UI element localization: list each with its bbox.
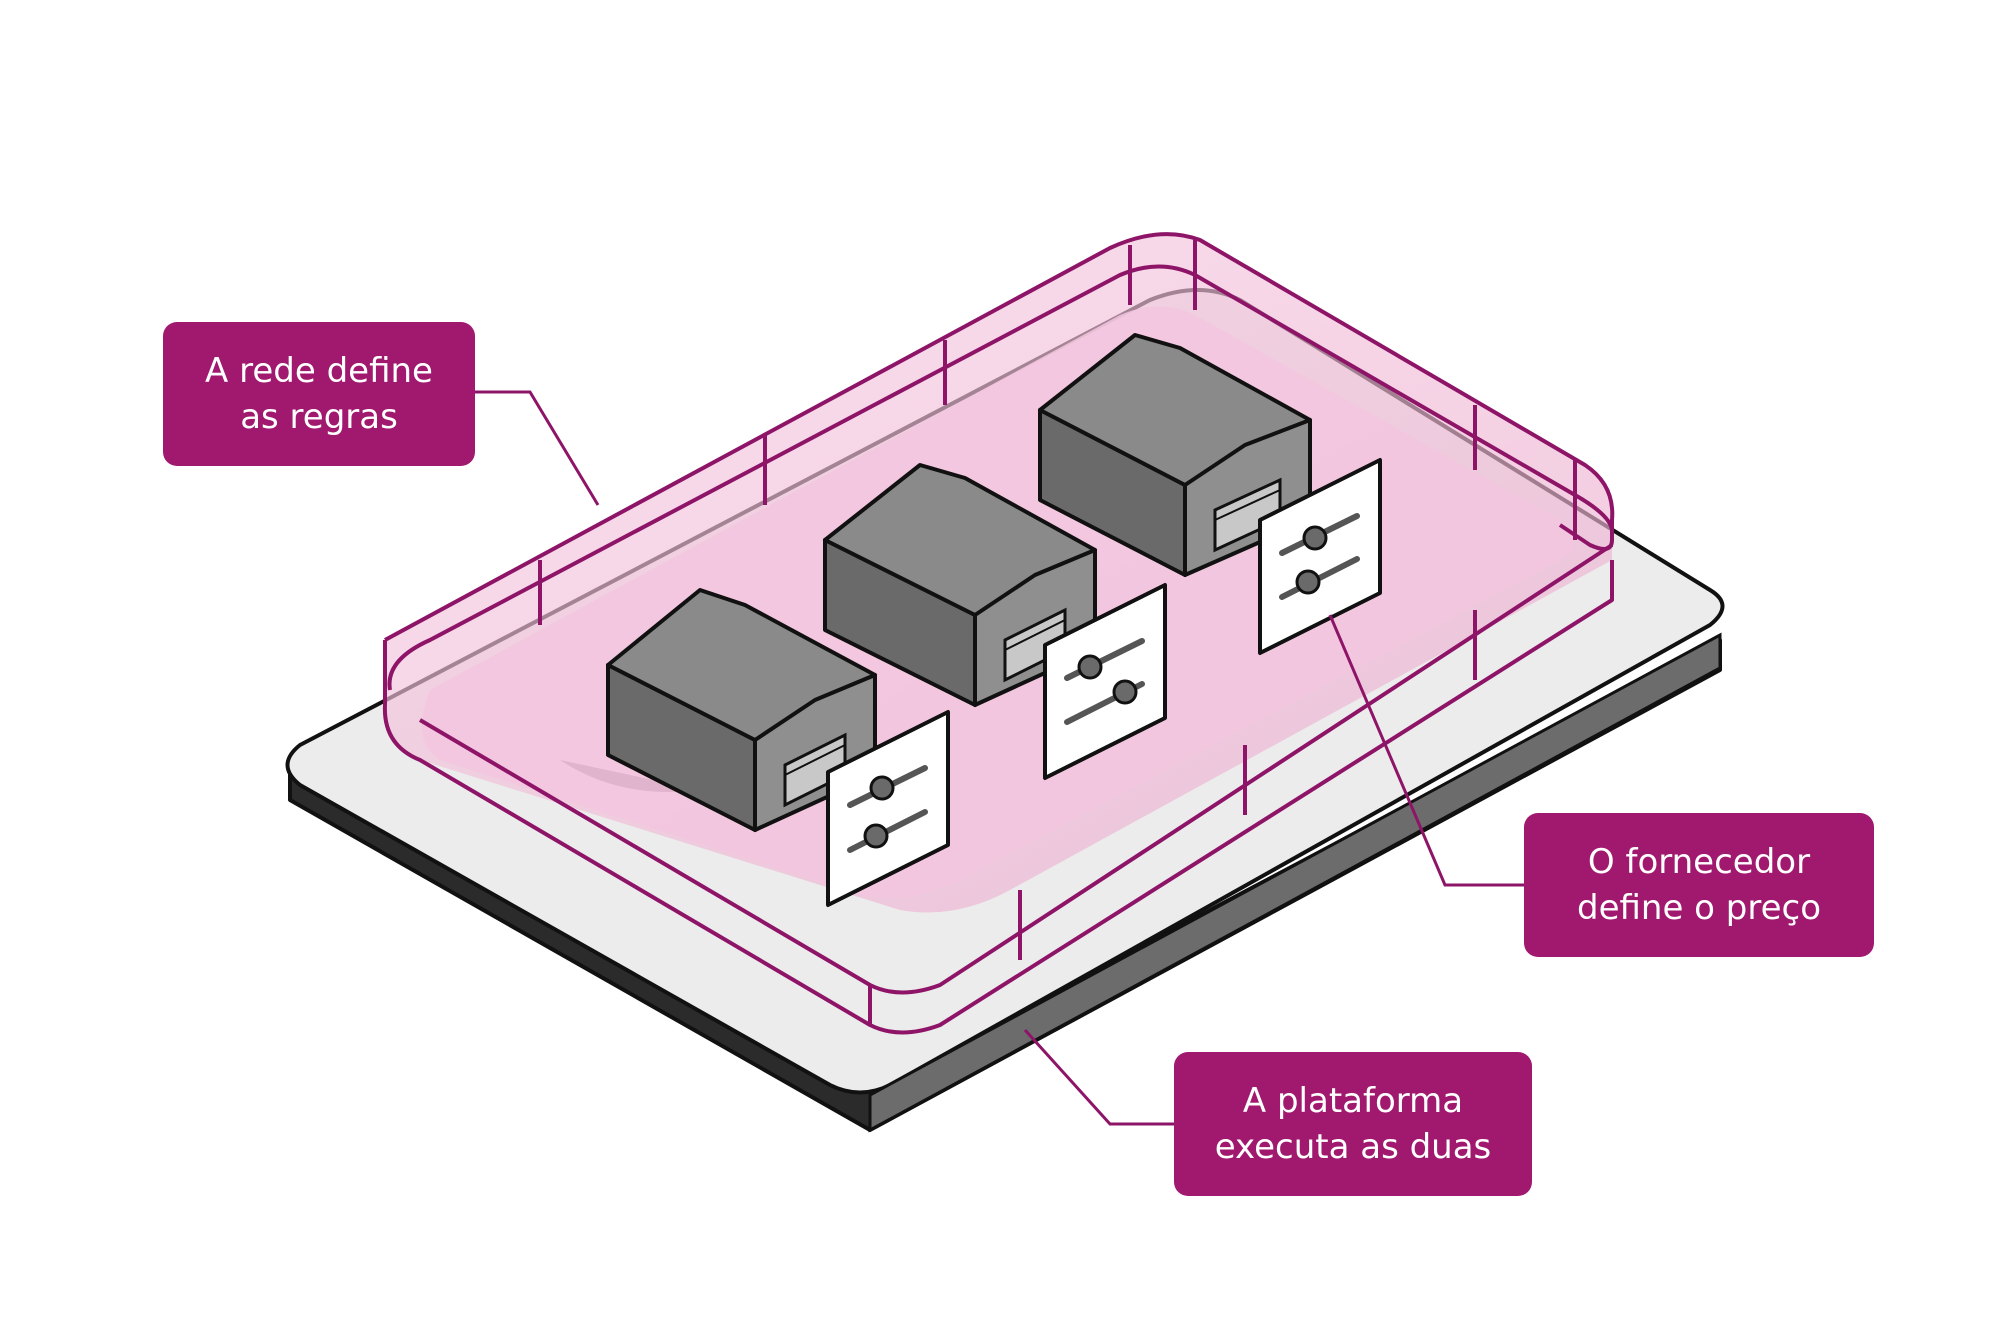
callout-supplier-line1: O fornecedor [1587,842,1811,882]
warehouse-1 [560,588,877,832]
callout-supplier-price: O fornecedor define o preço [1524,813,1874,957]
slider-panel-icon [1258,458,1382,655]
platform-base-front-edge [868,632,1722,1133]
leader-network [475,390,600,506]
fence-posts [538,240,1577,1025]
callout-supplier-line2: define o preço [1576,888,1822,928]
callout-platform-executes: A plataforma executa as duas [1174,1052,1532,1196]
callout-network-line2: as regras [240,397,398,437]
leader-platform [1023,1028,1174,1126]
warehouse-3 [1038,333,1312,577]
fence-inner-rim [387,264,1614,691]
slider-panel-icon [826,710,950,907]
callout-platform-line1: A plataforma [1242,1081,1464,1121]
callout-network-line1: A rede define [205,351,433,391]
leader-supplier [1328,614,1524,887]
warehouse-2 [823,463,1097,707]
callout-network-rules: A rede define as regras [163,322,475,466]
slider-panel-icon [1043,583,1167,780]
warehouse-2-roof [823,463,1097,617]
leader-lines [475,390,1524,1126]
fence-bottom-rim [382,560,1614,1035]
callout-platform-line2: executa as duas [1214,1127,1492,1167]
